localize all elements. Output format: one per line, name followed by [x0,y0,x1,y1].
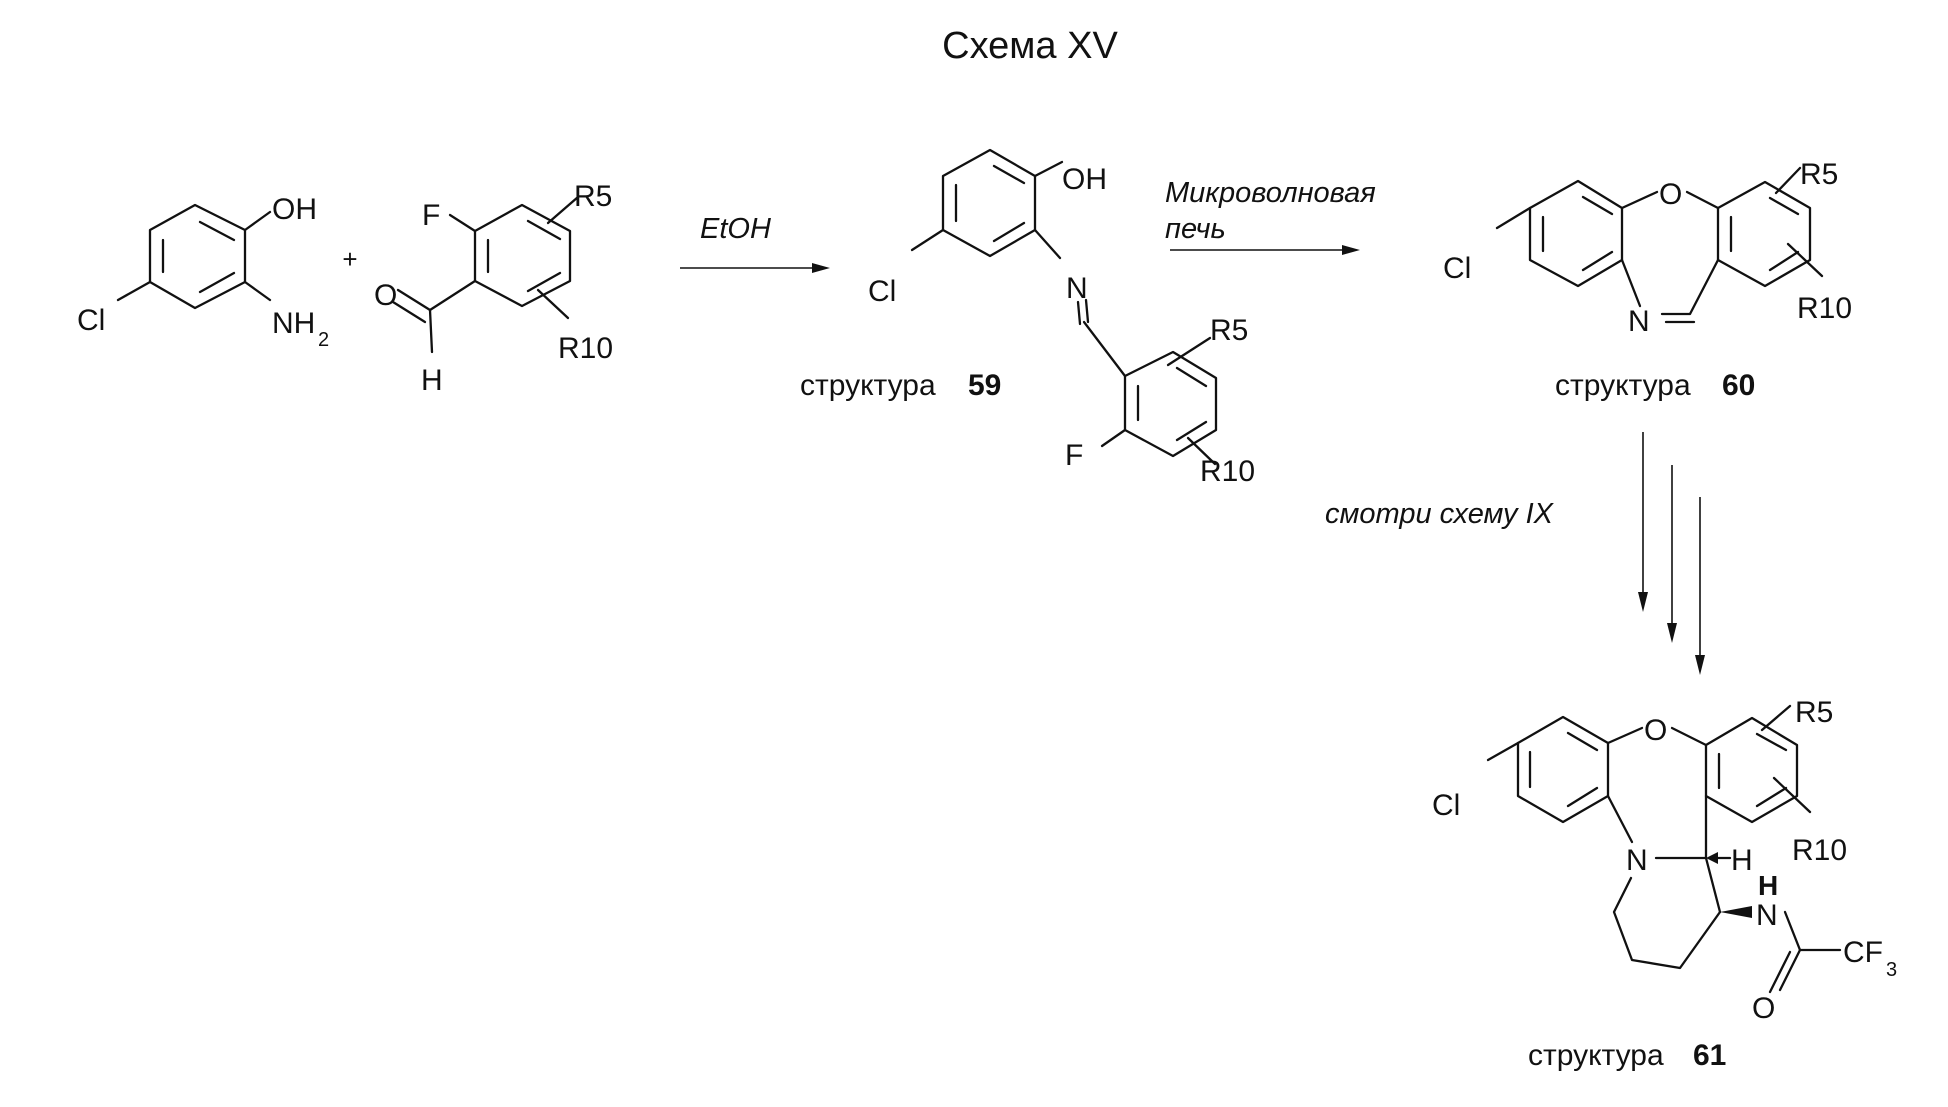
reagent-aldehyde: F O H R5 R10 [374,180,613,397]
s61-carbonyl-o: O [1752,992,1775,1025]
s61-cf-subscript: 3 [1886,959,1897,981]
aminophenol-nh: NH [272,307,315,340]
s61-wedge-nh [1720,906,1752,918]
aminophenol-oh: OH [272,193,317,226]
aldehyde-r5: R5 [574,180,612,213]
arrow-microwave-line1: Микроволновая [1165,177,1376,209]
s59-f: F [1065,439,1083,472]
aldehyde-f: F [422,199,440,232]
s59-r5: R5 [1210,314,1248,347]
plus-sign: + [342,244,357,274]
s61-cf: CF [1843,936,1883,969]
s61-number: 61 [1693,1039,1726,1072]
s60-caption: структура [1555,369,1691,402]
aldehyde-ring [475,205,570,306]
aldehyde-r10: R10 [558,332,613,365]
structure-61: O Cl N H H N O CF 3 R5 R10 структура 61 [1432,696,1897,1072]
structure-60: O Cl N R5 R10 структура 60 [1443,158,1852,402]
arrow-etoh: EtOH [680,213,830,273]
s59-n: N [1066,272,1088,305]
s60-n: N [1628,305,1650,338]
s61-n: N [1626,844,1648,877]
aminophenol-cl: Cl [77,304,105,337]
s61-nh-h: H [1758,870,1778,901]
s59-r10: R10 [1200,455,1255,488]
aminophenol-nh-subscript: 2 [318,329,329,351]
s59-caption: структура [800,369,936,402]
aminophenol-ring [150,205,245,308]
arrows-multistep: смотри схему IX [1325,432,1705,675]
s61-o: O [1644,714,1667,747]
s59-oh: OH [1062,163,1107,196]
s59-cl: Cl [868,275,896,308]
s61-r5: R5 [1795,696,1833,729]
aldehyde-h: H [421,364,443,397]
s60-number: 60 [1722,369,1755,402]
reagent-aminophenol: OH Cl NH 2 [77,193,329,351]
s61-caption: структура [1528,1039,1664,1072]
arrow-etoh-label: EtOH [700,213,771,245]
s60-r5: R5 [1800,158,1838,191]
arrow-microwave: Микроволновая печь [1165,177,1376,255]
s61-r10: R10 [1792,834,1847,867]
aldehyde-o: O [374,279,397,312]
scheme-title: Схема XV [942,25,1118,67]
s61-cl: Cl [1432,789,1460,822]
arrow-scheme-label: смотри схему IX [1325,498,1555,530]
s61-nh-n: N [1756,899,1778,932]
s60-cl: Cl [1443,252,1471,285]
s61-h: H [1731,844,1753,877]
arrow-microwave-line2: печь [1165,213,1226,245]
s60-o: O [1659,178,1682,211]
s60-r10: R10 [1797,292,1852,325]
s59-number: 59 [968,369,1001,402]
